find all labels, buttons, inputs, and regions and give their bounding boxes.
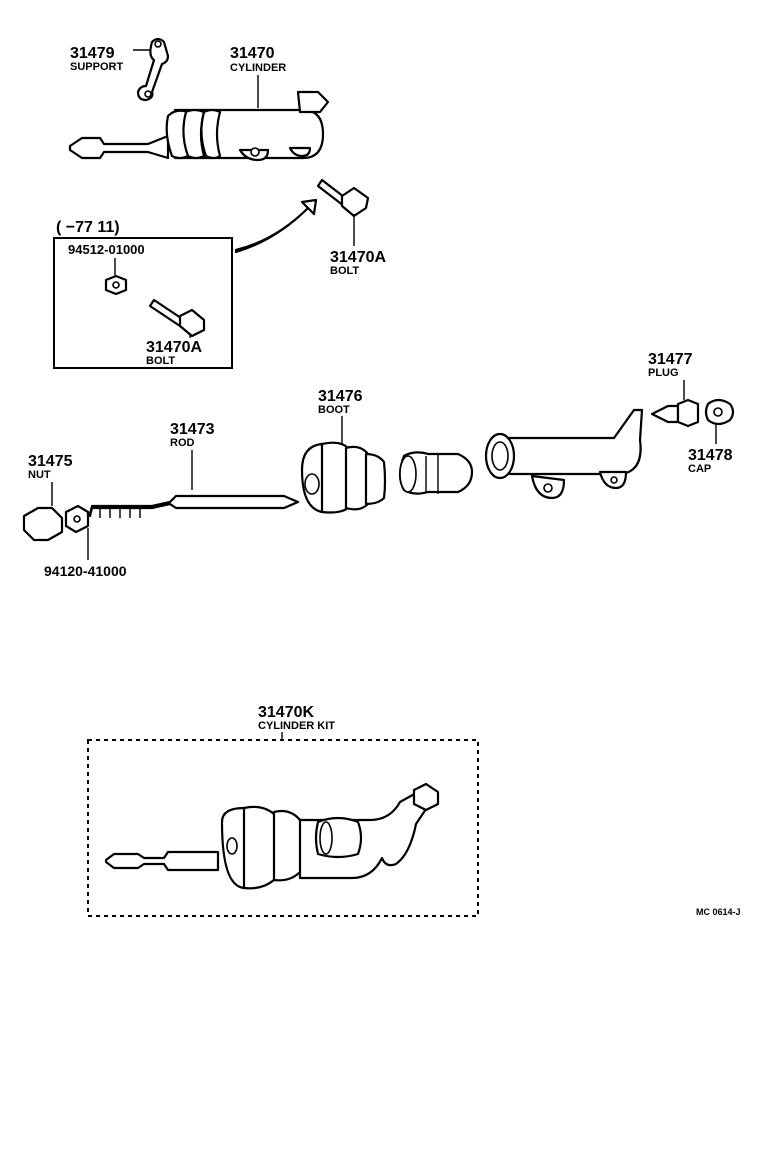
rubber-boot-icon [300,441,387,514]
bolt-main-label: 31470A BOLT [330,249,386,277]
cap-number: 31478 [688,447,733,464]
washer-icon [64,504,90,534]
kit-label: 31470K CYLINDER KIT [258,704,335,732]
washer-number: 94120-41000 [44,563,127,579]
direction-arrow-icon [234,198,318,254]
support-label: 31479 SUPPORT [70,45,123,73]
plug-label: 31477 PLUG [648,351,693,379]
support-bracket-icon [136,37,170,102]
nut-icon [104,274,128,296]
bolt-icon [316,178,370,218]
nut-label: 31475 NUT [28,453,73,481]
nut-name: NUT [28,469,51,481]
rod-label: 31473 ROD [170,421,215,449]
cylinder-number: 31470 [230,45,275,62]
kit-name: CYLINDER KIT [258,720,335,732]
support-number: 31479 [70,45,115,62]
rod-name: ROD [170,437,195,449]
inset-bolt-icon [148,298,206,338]
boot-name: BOOT [318,404,350,416]
dust-cap-icon [704,398,735,426]
inset-nut-number: 94512-01000 [68,242,145,257]
rod-number: 31473 [170,421,215,438]
push-rod-icon [88,494,300,518]
inset-bolt-name: BOLT [146,355,175,367]
boot-number: 31476 [318,388,363,405]
cylinder-label: 31470 CYLINDER [230,45,286,74]
inset-box: ( −77 11) 94512-01000 31470A BOLT [53,219,233,369]
inset-bolt-number: 31470A [146,339,202,356]
hex-nut-icon [22,506,64,542]
support-name: SUPPORT [70,61,123,73]
cap-name: CAP [688,463,711,475]
slave-cylinder-assembly-icon [68,90,330,162]
kit-boundary [87,739,479,917]
boot-label: 31476 BOOT [318,388,363,416]
plug-name: PLUG [648,367,679,379]
inset-header: ( −77 11) [56,219,120,236]
cylinder-kit-icon [104,782,440,890]
bolt-main-number: 31470A [330,249,386,266]
slave-cylinder-body-icon [484,408,644,500]
nut-number: 31475 [28,453,73,470]
plug-number: 31477 [648,351,693,368]
cylinder-name: CYLINDER [230,62,286,74]
bolt-main-name: BOLT [330,265,359,277]
piston-icon [398,451,474,495]
figure-code: MC 0614-J [696,907,741,917]
bleeder-plug-icon [650,398,700,428]
cap-label: 31478 CAP [688,447,733,475]
kit-number: 31470K [258,704,314,721]
